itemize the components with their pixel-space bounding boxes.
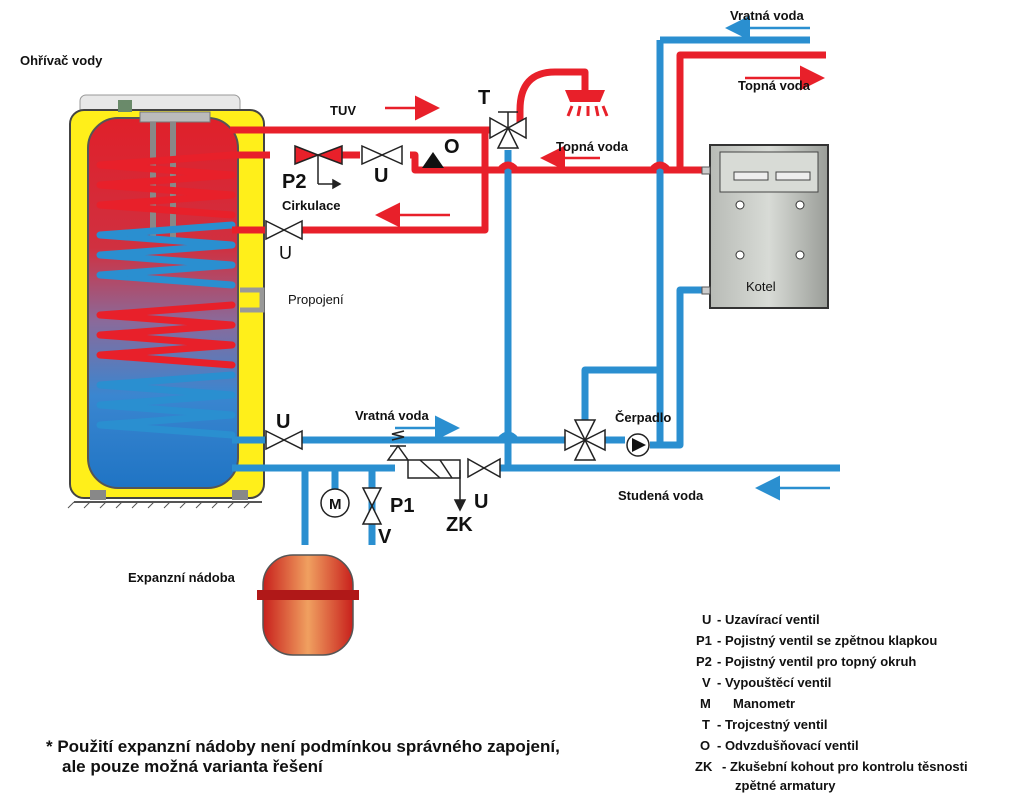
symbol-m: M xyxy=(329,496,342,513)
legend-code: P1 xyxy=(696,633,712,648)
legend-text: - Pojistný ventil se zpětnou klapkou xyxy=(717,633,937,648)
label-tuv: TUV xyxy=(330,103,356,118)
symbol-zk: ZK xyxy=(446,514,473,536)
legend-code: V xyxy=(702,675,711,690)
symbol-u-circulation: U xyxy=(279,243,292,263)
symbol-t: T xyxy=(478,87,490,109)
legend: U - Uzavírací ventil P1 - Pojistný venti… xyxy=(695,612,968,793)
label-heating-top: Topná voda xyxy=(738,78,811,93)
cold-pipes xyxy=(232,36,840,545)
three-way-valve-pump xyxy=(564,419,606,461)
legend-code: M xyxy=(700,696,711,711)
manometer-icon xyxy=(320,488,350,518)
legend-code: P2 xyxy=(696,654,712,669)
shutoff-valve-u-cold xyxy=(467,457,501,479)
legend-text: - Odvzdušňovací ventil xyxy=(717,738,859,753)
label-heating-in: Topná voda xyxy=(556,139,629,154)
legend-text: - Trojcestný ventil xyxy=(717,717,828,732)
pump-icon xyxy=(626,433,650,457)
symbol-p1: P1 xyxy=(390,495,414,517)
label-expansion: Expanzní nádoba xyxy=(128,570,236,585)
note-line1: * Použití expanzní nádoby není podmínkou… xyxy=(46,737,560,756)
symbol-p2: P2 xyxy=(282,171,306,193)
symbol-o: O xyxy=(444,136,460,158)
hot-pipes xyxy=(230,51,826,234)
three-way-valve-t xyxy=(489,111,527,149)
label-pump: Čerpadlo xyxy=(615,410,671,425)
shutoff-valve-u-return xyxy=(265,429,303,451)
boiler xyxy=(701,144,829,309)
label-circulation: Cirkulace xyxy=(282,198,341,213)
legend-text: Manometr xyxy=(733,696,795,711)
air-vent-o xyxy=(422,152,444,168)
flow-arrows xyxy=(375,15,830,501)
legend-code: ZK xyxy=(695,759,713,774)
label-return-bottom: Vratná voda xyxy=(355,408,429,423)
test-cock-zk xyxy=(453,470,467,512)
label-connection: Propojení xyxy=(288,292,344,307)
legend-text: zpětné armatury xyxy=(735,778,836,793)
legend-text: - Pojistný ventil pro topný okruh xyxy=(717,654,916,669)
legend-code: U xyxy=(702,612,711,627)
symbol-u-heating: U xyxy=(374,165,388,187)
label-boiler: Kotel xyxy=(746,279,776,294)
symbol-u-cold: U xyxy=(474,491,488,513)
safety-valve-p1 xyxy=(386,430,461,479)
shutoff-valve-u-heating xyxy=(361,144,403,166)
label-heater: Ohřívač vody xyxy=(20,53,103,68)
label-return-top: Vratná voda xyxy=(730,8,804,23)
legend-code: T xyxy=(702,717,710,732)
lower-coil xyxy=(96,301,236,439)
water-heater xyxy=(67,94,265,509)
note-line2: ale pouze možná varianta řešení xyxy=(62,757,324,776)
symbol-v: V xyxy=(378,526,392,548)
legend-code: O xyxy=(700,738,710,753)
legend-text: - Zkušební kohout pro kontrolu těsnosti xyxy=(722,759,968,774)
upper-coil xyxy=(96,151,236,289)
coil-connection xyxy=(240,287,265,313)
drain-valve-v xyxy=(361,487,383,525)
safety-valve-p2 xyxy=(294,144,343,190)
symbol-u-return: U xyxy=(276,411,290,433)
expansion-vessel xyxy=(257,554,359,656)
legend-text: - Uzavírací ventil xyxy=(717,612,820,627)
shower-head-icon xyxy=(565,90,609,117)
label-cold-water: Studená voda xyxy=(618,488,704,503)
shutoff-valve-u-circulation xyxy=(265,219,303,241)
legend-text: - Vypouštěcí ventil xyxy=(717,675,831,690)
